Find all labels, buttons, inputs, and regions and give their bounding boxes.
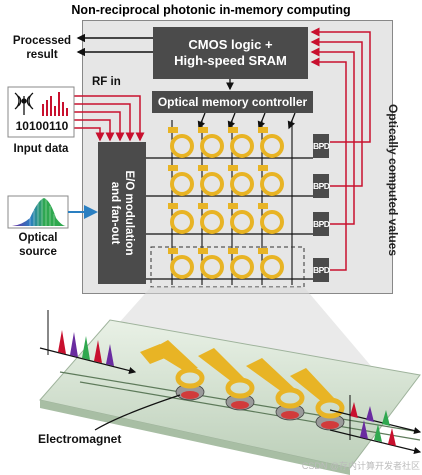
eo-line2: and fan-out <box>109 181 121 245</box>
input-data-label: Input data <box>13 143 69 155</box>
diagram-title: Non-reciprocal photonic in-memory comput… <box>71 3 351 17</box>
ring-array <box>146 120 313 285</box>
optical-memory-controller: Optical memory controller <box>152 91 313 113</box>
electromagnet-label: Electromagnet <box>38 432 122 446</box>
rf-spectrum-icon <box>42 92 68 116</box>
optical-source-label: Optical source <box>18 232 58 258</box>
cmos-line2: High-speed SRAM <box>174 53 287 68</box>
antenna-icon <box>14 92 34 115</box>
detector-1: BPD <box>313 134 330 158</box>
processed-result-label: Processed result <box>12 35 72 61</box>
cmos-logic-block: CMOS logic + High-speed SRAM <box>153 27 308 79</box>
input-pulses <box>39 310 137 375</box>
eo-line1: E/O modulation <box>123 170 135 256</box>
detector-2: BPD <box>313 174 330 198</box>
detector-3: BPD <box>313 212 330 236</box>
output-pulses <box>329 395 422 455</box>
detector-4: BPD <box>313 258 330 282</box>
cmos-line1: CMOS logic + <box>188 37 273 52</box>
input-bits: 10100110 <box>12 119 72 133</box>
computed-values-label: Optically computed values <box>386 103 400 257</box>
watermark: CSDN @存内计算开发者社区 <box>301 461 420 471</box>
rf-in-label: RF in <box>92 76 121 88</box>
device-3d <box>39 319 421 475</box>
computed-values-wires <box>310 27 371 271</box>
rf-wires <box>72 95 145 142</box>
electromagnet-pointer <box>94 394 181 431</box>
spectrum-icon <box>12 198 66 226</box>
